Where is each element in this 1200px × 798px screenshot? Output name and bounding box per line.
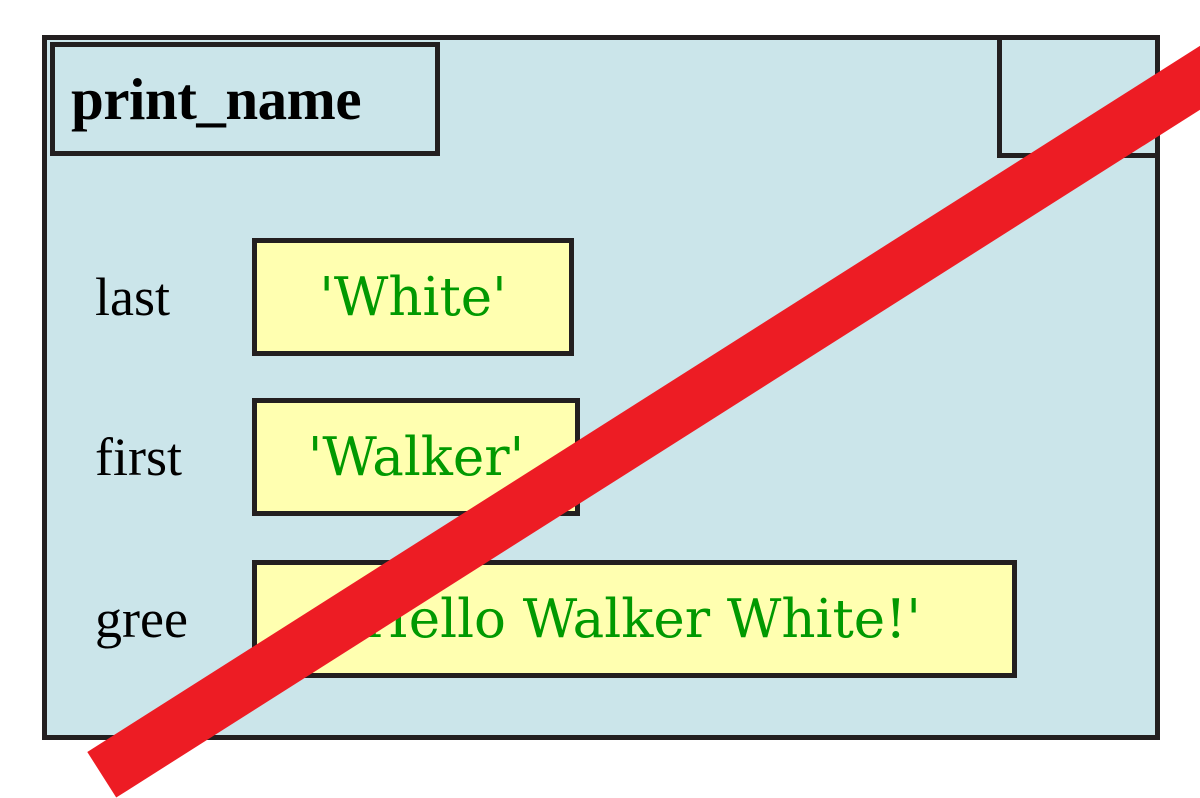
variable-row-last: last 'White' bbox=[47, 238, 574, 356]
value-box-last: 'White' bbox=[252, 238, 574, 356]
frame-title-text: print_name bbox=[71, 65, 362, 132]
value-text-last: 'White' bbox=[319, 266, 507, 328]
variable-name-first: first bbox=[95, 427, 182, 487]
frame-header-slot bbox=[1002, 40, 1155, 153]
variable-row-greeting: gree 'Hello Walker White!' bbox=[47, 560, 1017, 678]
value-box-first: 'Walker' bbox=[252, 398, 580, 516]
variable-name-last: last bbox=[95, 267, 170, 327]
diagram-canvas: print_name last 'White' first 'Walker' g… bbox=[42, 0, 1200, 798]
frame-header: print_name bbox=[47, 40, 1155, 158]
header-vertical-divider bbox=[997, 40, 1002, 158]
variable-name-greeting: gree bbox=[95, 589, 188, 649]
variable-rows: last 'White' first 'Walker' gree 'Hello … bbox=[47, 158, 1155, 735]
value-box-greeting: 'Hello Walker White!' bbox=[252, 560, 1017, 678]
stack-frame-box: print_name last 'White' first 'Walker' g… bbox=[42, 35, 1160, 740]
value-text-greeting: 'Hello Walker White!' bbox=[348, 588, 921, 650]
variable-row-first: first 'Walker' bbox=[47, 398, 580, 516]
value-text-first: 'Walker' bbox=[307, 426, 525, 488]
frame-title-box: print_name bbox=[50, 42, 440, 156]
